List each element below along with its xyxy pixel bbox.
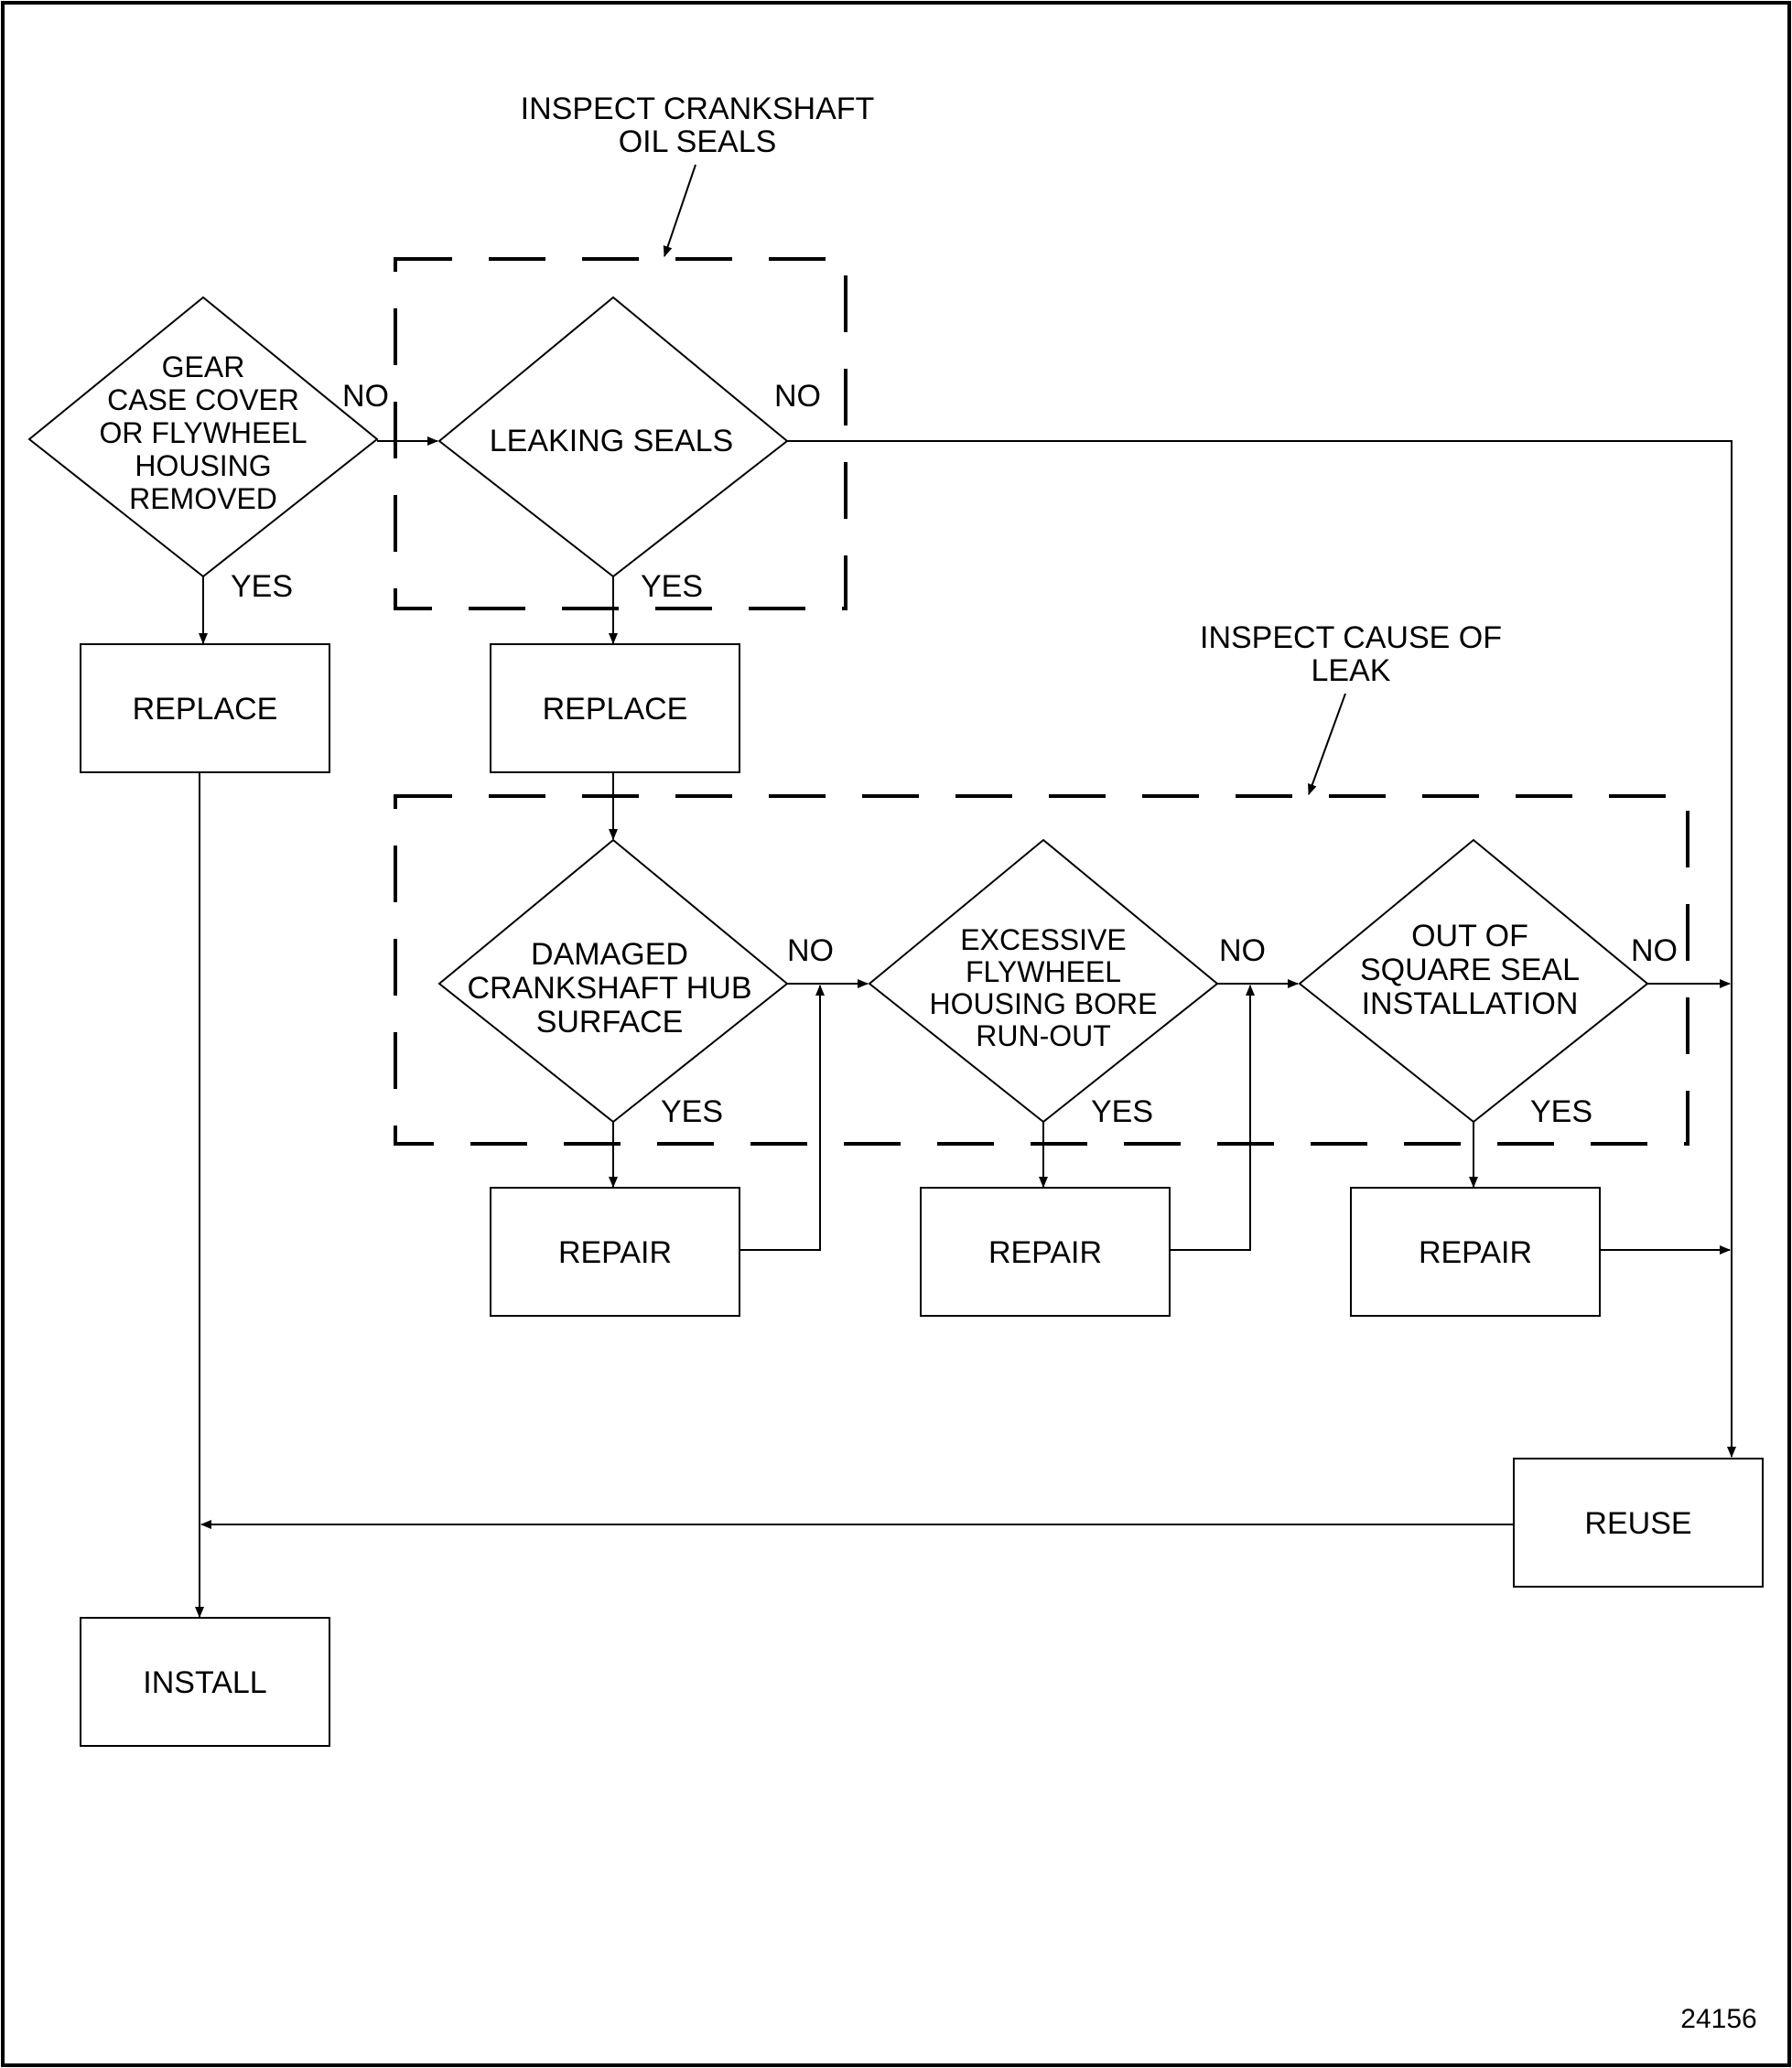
inspect-oil-seals-annotation: INSPECT CRANKSHAFT OIL SEALS xyxy=(521,92,875,159)
figure-number: 24156 xyxy=(1680,2004,1756,2034)
decision-text: CRANKSHAFT HUB xyxy=(467,971,751,1006)
inspect-cause-annotation: INSPECT CAUSE OF LEAK xyxy=(1200,620,1502,688)
repair-box-3-label: REPAIR xyxy=(1419,1235,1532,1270)
repair-box-1 xyxy=(490,1187,740,1317)
replace-box-1-label: REPLACE xyxy=(133,692,278,727)
edge-label: NO xyxy=(342,379,389,414)
edge-labels: NO YES NO YES NO YES NO YES NO YES xyxy=(231,379,1678,1129)
annotation-line: INSPECT CAUSE OF xyxy=(1200,620,1502,655)
annotation-line: OIL SEALS xyxy=(619,124,777,159)
decision-leaking-seals-label: LEAKING SEALS xyxy=(490,424,733,458)
repair-box-3 xyxy=(1350,1187,1601,1317)
inspect-oil-seals-group xyxy=(394,257,847,610)
decision-text: OUT OF xyxy=(1411,919,1528,953)
decision-text: DAMAGED xyxy=(531,937,688,972)
edge-label: YES xyxy=(1530,1094,1592,1129)
reuse-box-label: REUSE xyxy=(1584,1506,1691,1541)
decision-text: CASE COVER xyxy=(107,383,299,416)
replace-box-2 xyxy=(490,643,740,773)
edge-label: YES xyxy=(1091,1094,1153,1129)
repair-box-1-label: REPAIR xyxy=(558,1235,672,1270)
annotation-pointer xyxy=(1308,693,1346,795)
install-box-label: INSTALL xyxy=(143,1665,266,1700)
decision-text: SQUARE SEAL xyxy=(1360,953,1580,987)
decision-gear-case-label: GEAR CASE COVER OR FLYWHEEL HOUSING REMO… xyxy=(100,350,308,515)
repair-box-2-label: REPAIR xyxy=(988,1235,1102,1270)
install-box xyxy=(80,1617,330,1747)
decision-text: HOUSING BORE xyxy=(930,987,1158,1020)
connectors xyxy=(195,436,1736,1618)
annotation-line: INSPECT CRANKSHAFT xyxy=(521,92,875,126)
edge-label: NO xyxy=(1631,933,1678,968)
decision-text: RUN-OUT xyxy=(976,1019,1111,1052)
decision-text: REMOVED xyxy=(129,482,277,515)
decision-damaged-hub-label: DAMAGED CRANKSHAFT HUB SURFACE xyxy=(467,937,751,1039)
decision-text: INSTALLATION xyxy=(1362,986,1579,1021)
edge-label: NO xyxy=(787,933,834,968)
inspect-cause-group xyxy=(394,794,1689,1146)
annotation-pointer xyxy=(663,164,696,257)
decision-text: SURFACE xyxy=(536,1005,684,1039)
annotation-line: LEAK xyxy=(1312,653,1391,688)
reuse-box xyxy=(1513,1458,1764,1588)
decision-text: OR FLYWHEEL xyxy=(100,416,308,449)
edge-label: NO xyxy=(774,379,821,414)
connector-leak-no xyxy=(787,440,1736,1458)
decision-text: HOUSING xyxy=(135,449,271,482)
edge-label: YES xyxy=(661,1094,723,1129)
decision-text: LEAKING SEALS xyxy=(490,424,733,458)
decision-text: FLYWHEEL xyxy=(966,955,1121,988)
repair-box-2 xyxy=(920,1187,1171,1317)
connector-repair1-return xyxy=(739,985,825,1251)
decision-out-of-square-label: OUT OF SQUARE SEAL INSTALLATION xyxy=(1360,919,1580,1021)
decision-excessive-runout-label: EXCESSIVE FLYWHEEL HOUSING BORE RUN-OUT xyxy=(930,923,1158,1052)
decision-text: GEAR xyxy=(162,350,245,383)
decision-text: EXCESSIVE xyxy=(960,923,1126,956)
edge-label: YES xyxy=(231,569,293,604)
replace-box-2-label: REPLACE xyxy=(543,692,688,727)
edge-label: NO xyxy=(1219,933,1266,968)
connector-repair2-return xyxy=(1170,985,1255,1251)
replace-box-1 xyxy=(80,643,330,773)
edge-label: YES xyxy=(641,569,703,604)
